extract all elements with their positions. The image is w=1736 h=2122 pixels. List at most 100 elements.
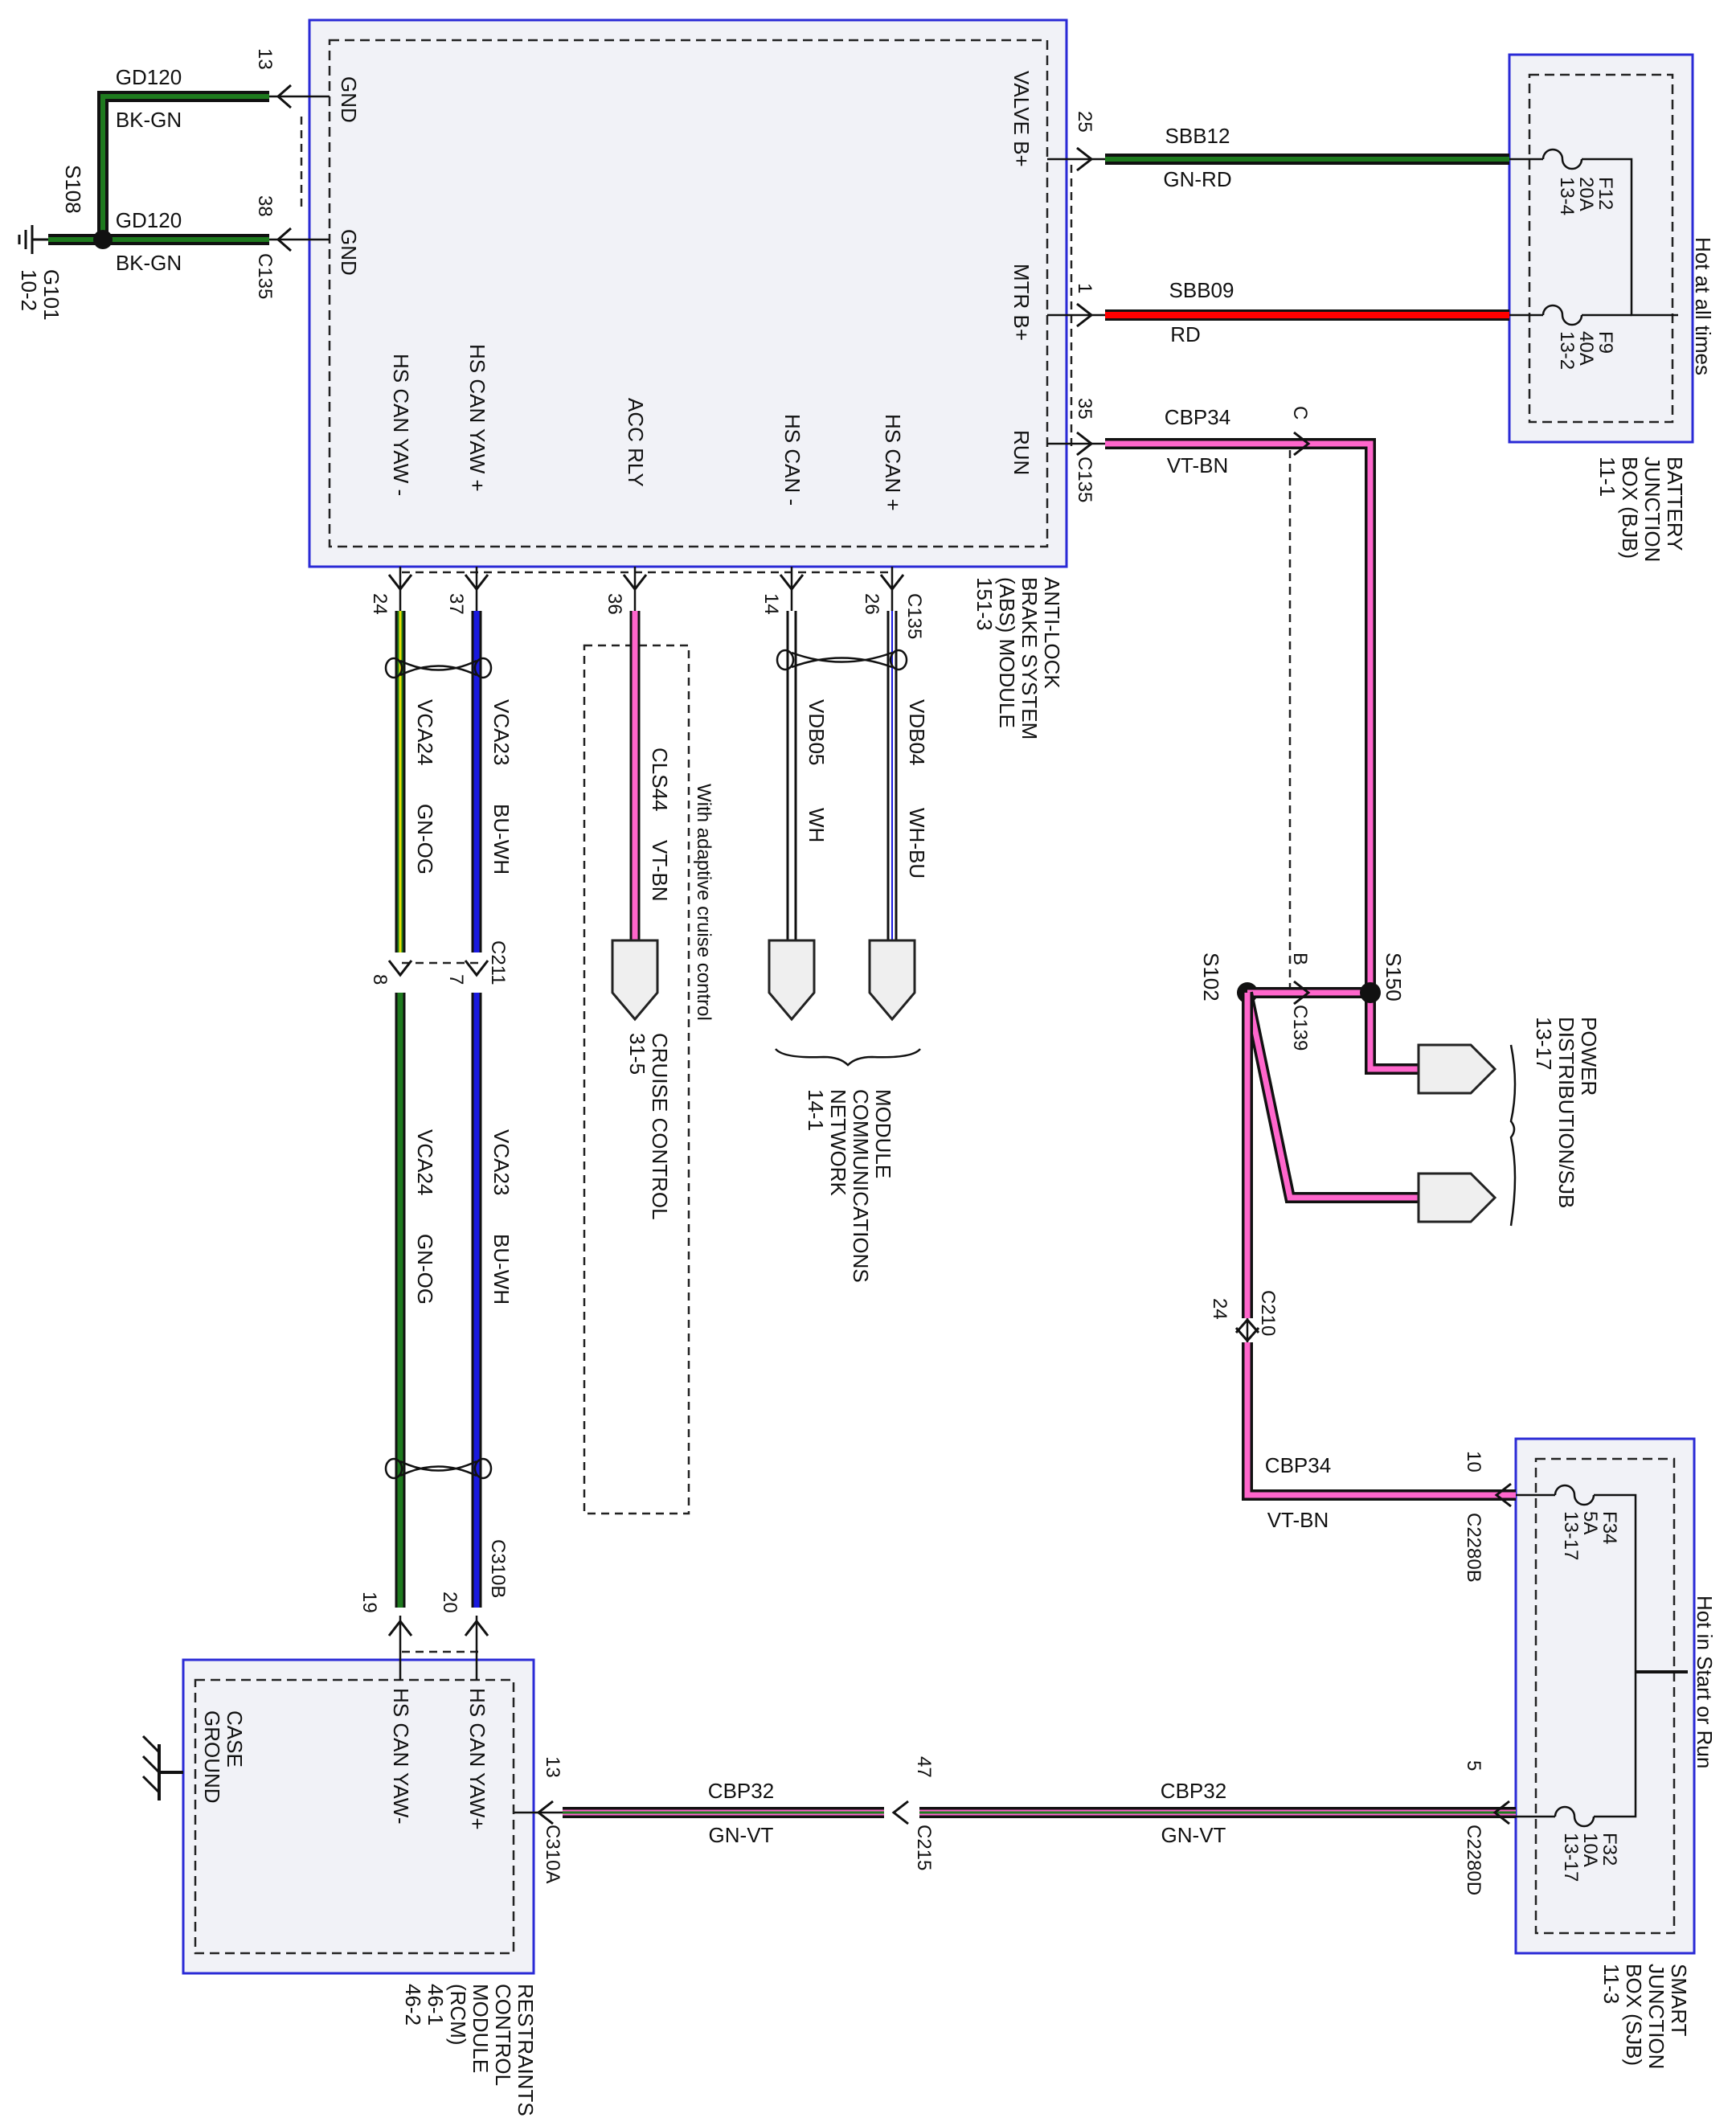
battery-feeds	[1047, 146, 1678, 328]
abs-pin-run: RUN	[1009, 430, 1034, 475]
fuse-f9-id: F9	[1595, 331, 1616, 354]
adaptive-cruise-note: With adaptive cruise control	[693, 784, 714, 1021]
cls44-color: VT-BN	[648, 840, 672, 902]
cbp32-right-connector: C2280D	[1463, 1825, 1484, 1895]
pin-20: 20	[439, 1592, 461, 1613]
power-dist-connectors	[1417, 1043, 1517, 1227]
power-dist-3: 13-17	[1532, 1017, 1556, 1071]
rcm-name-3: MODULE	[469, 1984, 493, 2073]
sbb12-pin: 25	[1074, 111, 1095, 133]
cbp34-top-circuit: CBP34	[1165, 405, 1230, 429]
rcm-name-4: (RCM)	[446, 1984, 470, 2046]
vdb04-circuit: VDB04	[905, 699, 929, 765]
rcm-case-ground-1: CASE	[223, 1710, 247, 1768]
pin-14: 14	[760, 593, 782, 615]
g101-label: G101	[39, 269, 63, 321]
c211-label: C211	[487, 940, 509, 985]
abs-pin-acc-rly: ACC RLY	[624, 398, 648, 487]
gd120-b-circuit: GD120	[116, 208, 182, 232]
abs-name-1: ANTI-LOCK	[1040, 577, 1064, 689]
sjb-name-4: 11-3	[1599, 1964, 1623, 2004]
gd120-a-color: BK-GN	[116, 108, 182, 132]
cbp34-top-color: VT-BN	[1167, 453, 1229, 477]
vca24-top-color: GN-OG	[413, 804, 437, 875]
vca24-bottom-color: GN-OG	[413, 1234, 437, 1305]
power-dist-2: DISTRIBUTION/SJB	[1554, 1017, 1578, 1208]
c215-label: C215	[913, 1825, 935, 1870]
abs-module[interactable]	[308, 18, 1068, 568]
rcm-name-2: CONTROL	[491, 1984, 515, 2086]
cbp32-circuit	[514, 1800, 1516, 1825]
abs-pin-mtr: MTR B+	[1009, 264, 1034, 341]
abs-pin-hs-can-yaw-plus: HS CAN YAW +	[465, 344, 489, 492]
cbp32-right-color: GN-VT	[1161, 1823, 1226, 1847]
rcm-name-5: 46-1	[424, 1984, 448, 2026]
cbp32-left-pin: 13	[542, 1756, 563, 1778]
fuse-f12-amp: 20A	[1575, 177, 1597, 211]
dashed-lines	[300, 117, 1292, 1653]
abs-pin-gnd1: GND	[337, 76, 361, 123]
fuse-f9-ref: 13-2	[1556, 331, 1578, 370]
sjb-name-2: JUNCTION	[1644, 1964, 1668, 2069]
bjb-name-1: BATTERY	[1663, 457, 1687, 551]
abs-pin-gnd2: GND	[337, 229, 361, 276]
mcn-1: MODULE	[871, 1089, 895, 1178]
can-yaw-wires	[384, 567, 493, 1680]
vdb05-color: WH	[805, 808, 829, 842]
power-dist-1: POWER	[1577, 1017, 1601, 1096]
fuse-f34-ref: 13-17	[1560, 1511, 1582, 1560]
vca23-top-circuit: VCA23	[489, 699, 514, 765]
vca23-top-color: BU-WH	[489, 804, 514, 875]
fuse-f34-id: F34	[1599, 1511, 1620, 1544]
cbp32-left-color: GN-VT	[709, 1823, 774, 1847]
gd120-a-pin: 13	[254, 48, 276, 70]
cruise-control-label: CRUISE CONTROL	[648, 1033, 672, 1220]
sbb12-color: GN-RD	[1163, 167, 1231, 191]
mcn-3: NETWORK	[826, 1089, 850, 1197]
pin-8: 8	[369, 974, 391, 985]
vca24-top-circuit: VCA24	[413, 699, 437, 765]
c310b-label: C310B	[487, 1539, 509, 1598]
fuse-f12-ref: 13-4	[1556, 177, 1578, 215]
bjb-box[interactable]	[1508, 53, 1694, 444]
case-ground-symbol	[141, 1735, 183, 1800]
ground-circuit	[18, 84, 330, 254]
cbp34-bottom-pin: 10	[1463, 1451, 1484, 1473]
abs-pin-valve: VALVE B+	[1009, 71, 1034, 167]
vca24-bottom-circuit: VCA24	[413, 1129, 437, 1195]
pin-26: 26	[861, 593, 882, 615]
bjb-name-4: 11-1	[1595, 457, 1619, 497]
pin-24: 24	[369, 593, 391, 615]
abs-name-2: BRAKE SYSTEM	[1017, 577, 1042, 739]
rcm-case-ground-2: GROUND	[200, 1710, 224, 1804]
cbp34-bottom-connector: C2280B	[1463, 1513, 1484, 1583]
abs-name-3: (ABS) MODULE	[995, 577, 1019, 728]
vdb04-color: WH-BU	[905, 808, 929, 879]
hs-can-wires	[768, 567, 921, 1067]
rcm-pin-yaw-minus: HS CAN YAW-	[389, 1688, 413, 1825]
fuse-f32-ref: 13-17	[1560, 1833, 1582, 1882]
cbp34-top-connector: C135	[1074, 457, 1095, 502]
sbb09-color: RD	[1170, 322, 1201, 346]
rcm-pin-yaw-plus: HS CAN YAW+	[465, 1688, 489, 1830]
mcn-4: 14-1	[804, 1089, 828, 1131]
rcm-module[interactable]	[182, 1658, 535, 1975]
rcm-name-1: RESTRAINTS	[514, 1984, 538, 2116]
sjb-box[interactable]	[1514, 1437, 1696, 1955]
gd120-b-color: BK-GN	[116, 251, 182, 275]
cls44-circuit: CLS44	[648, 748, 672, 812]
sbb12-circuit: SBB12	[1165, 124, 1230, 148]
conn-b-label: B	[1289, 952, 1311, 965]
sbb09-pin: 1	[1074, 283, 1095, 293]
pin-36: 36	[604, 593, 625, 615]
gd120-b-connector: C135	[254, 253, 276, 299]
cbp34-top-pin: 35	[1074, 398, 1095, 420]
bjb-name-3: BOX (BJB)	[1618, 457, 1642, 559]
abs-pin-hs-can-yaw-minus: HS CAN YAW -	[389, 354, 413, 496]
bjb-hot-label: Hot at all times	[1691, 237, 1715, 375]
cbp32-left-connector: C310A	[542, 1825, 563, 1883]
sjb-name-1: SMART	[1667, 1964, 1691, 2037]
run-feed	[1047, 431, 1688, 1828]
c210-label: C210	[1257, 1290, 1279, 1336]
